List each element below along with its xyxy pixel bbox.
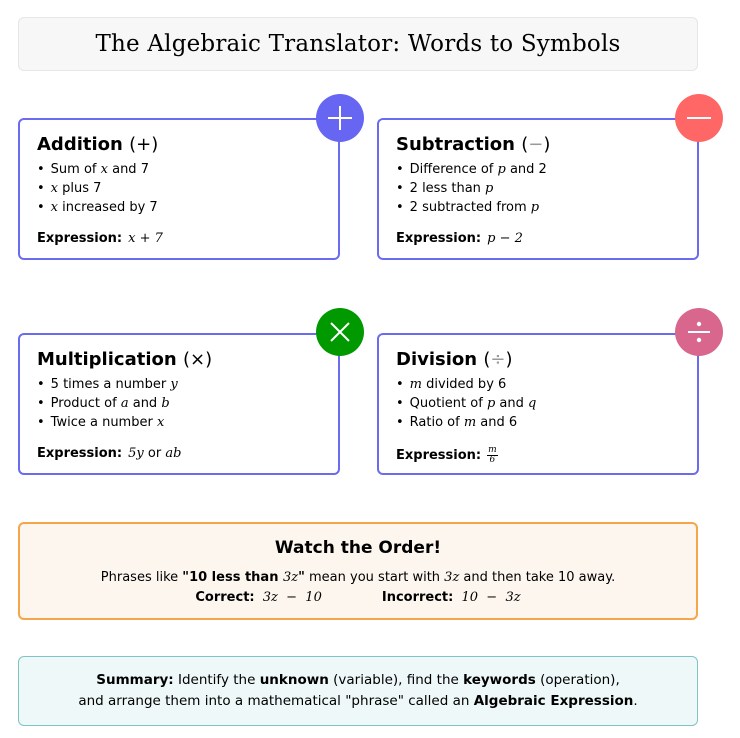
card-heading: Multiplication (×) bbox=[37, 349, 213, 370]
minus-icon bbox=[675, 94, 723, 142]
list-item: 2 subtracted from p bbox=[396, 198, 680, 217]
callout-text: Phrases like "10 less than 3z" mean you … bbox=[100, 570, 616, 585]
card-heading: Subtraction (−) bbox=[396, 134, 551, 155]
title-banner: The Algebraic Translator: Words to Symbo… bbox=[18, 17, 698, 71]
card-heading: Division (÷) bbox=[396, 349, 513, 370]
watch-order-callout: Watch the Order! Phrases like "10 less t… bbox=[18, 522, 698, 620]
page-title: The Algebraic Translator: Words to Symbo… bbox=[95, 31, 621, 57]
list-item: Difference of p and 2 bbox=[396, 160, 680, 179]
list-item: x increased by 7 bbox=[37, 198, 321, 217]
list-item: Ratio of m and 6 bbox=[396, 413, 680, 432]
list-item: Twice a number x bbox=[37, 413, 321, 432]
summary-text: Summary: Identify the unknown (variable)… bbox=[78, 672, 638, 709]
summary-box: Summary: Identify the unknown (variable)… bbox=[18, 656, 698, 726]
addition-card: Addition (+) Sum of x and 7 x plus 7 x i… bbox=[18, 118, 340, 260]
multiplication-card: Multiplication (×) 5 times a number y Pr… bbox=[18, 333, 340, 475]
times-icon bbox=[316, 308, 364, 356]
list-item: Quotient of p and q bbox=[396, 394, 680, 413]
expression-line: Expression:x + 7 bbox=[37, 231, 163, 246]
phrase-list: Sum of x and 7 x plus 7 x increased by 7 bbox=[37, 160, 321, 217]
plus-icon bbox=[316, 94, 364, 142]
expression-line: Expression:p − 2 bbox=[396, 231, 523, 246]
list-item: Product of a and b bbox=[37, 394, 321, 413]
subtraction-card: Subtraction (−) Difference of p and 2 2 … bbox=[377, 118, 699, 260]
phrase-list: Difference of p and 2 2 less than p 2 su… bbox=[396, 160, 680, 217]
expression-line: Expression:5y or ab bbox=[37, 446, 182, 461]
list-item: Sum of x and 7 bbox=[37, 160, 321, 179]
callout-heading: Watch the Order! bbox=[274, 538, 442, 558]
list-item: x plus 7 bbox=[37, 179, 321, 198]
divide-icon bbox=[675, 308, 723, 356]
phrase-list: m divided by 6 Quotient of p and q Ratio… bbox=[396, 375, 680, 432]
list-item: 5 times a number y bbox=[37, 375, 321, 394]
list-item: 2 less than p bbox=[396, 179, 680, 198]
list-item: m divided by 6 bbox=[396, 375, 680, 394]
card-heading: Addition (+) bbox=[37, 134, 159, 155]
phrase-list: 5 times a number y Product of a and b Tw… bbox=[37, 375, 321, 432]
division-card: Division (÷) m divided by 6 Quotient of … bbox=[377, 333, 699, 475]
